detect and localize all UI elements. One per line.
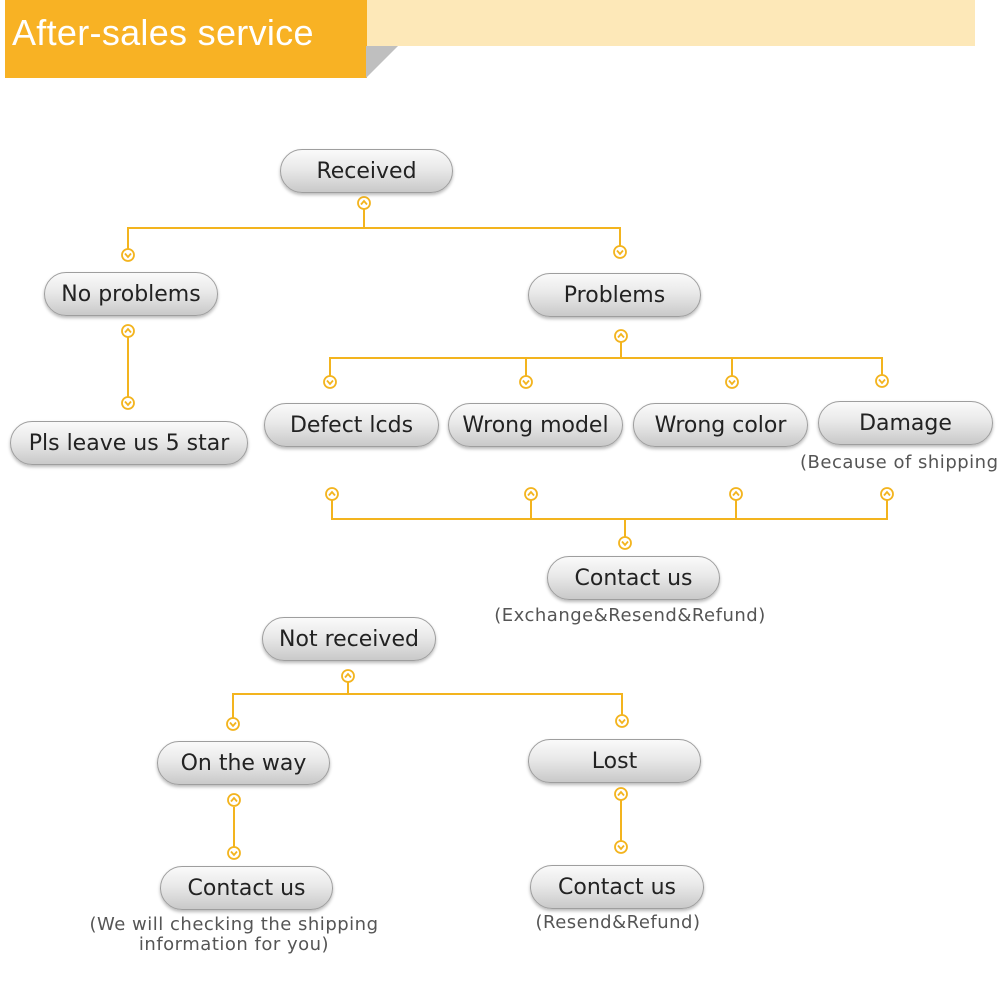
node-lost: Lost [528, 739, 701, 783]
node-contact-us-lost: Contact us [530, 865, 704, 909]
contact-lost-note: (Resend&Refund) [535, 912, 701, 933]
node-on-the-way: On the way [157, 741, 330, 785]
node-problems: Problems [528, 273, 701, 317]
header-banner-fold [366, 46, 398, 78]
contact-way-note-line-1: (We will checking the shipping [89, 914, 379, 935]
node-pls-leave-5-star: Pls leave us 5 star [10, 421, 248, 465]
contact-way-note-line-2: information for you) [138, 934, 330, 955]
node-wrong-color: Wrong color [633, 403, 808, 447]
contact-problems-note: (Exchange&Resend&Refund) [494, 605, 766, 626]
node-received: Received [280, 149, 453, 193]
node-no-problems: No problems [44, 272, 218, 316]
header-banner-tab [5, 0, 367, 78]
node-contact-us-problems: Contact us [547, 556, 720, 600]
node-contact-us-on-the-way: Contact us [160, 866, 333, 910]
node-not-received: Not received [262, 617, 436, 661]
page-title: After-sales service [12, 12, 314, 53]
node-defect-lcds: Defect lcds [264, 403, 439, 447]
damage-note: (Because of shipping) [800, 452, 1000, 473]
node-wrong-model: Wrong model [448, 403, 623, 447]
node-damage: Damage [818, 401, 993, 445]
